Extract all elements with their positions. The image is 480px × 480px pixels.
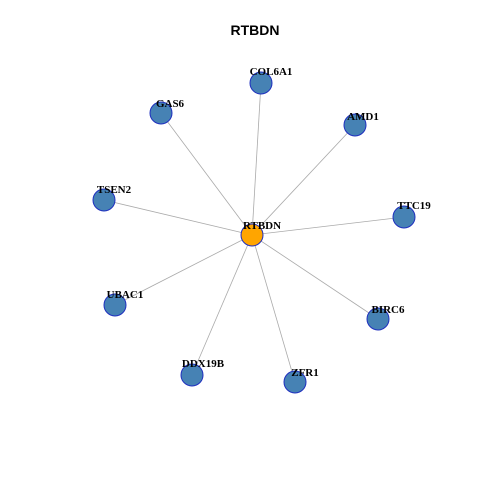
node-amd1: AMD1 bbox=[343, 111, 379, 137]
edge-rtbdn-amd1 bbox=[251, 124, 356, 236]
node-circle-tsen2 bbox=[92, 188, 116, 212]
node-label-ddx19b: DDX19B bbox=[182, 358, 225, 370]
edge-rtbdn-zfr1 bbox=[251, 234, 296, 383]
edge-rtbdn-ttc19 bbox=[251, 216, 405, 236]
node-birc6: BIRC6 bbox=[366, 304, 405, 331]
node-label-col6a1: COL6A1 bbox=[250, 66, 293, 78]
node-circle-col6a1 bbox=[249, 71, 273, 95]
node-circle-zfr1 bbox=[283, 370, 307, 394]
node-ddx19b: DDX19B bbox=[180, 358, 225, 387]
edge-rtbdn-ubac1 bbox=[114, 234, 253, 306]
node-ubac1: UBAC1 bbox=[103, 289, 144, 317]
node-circle-rtbdn bbox=[240, 223, 264, 247]
edge-rtbdn-birc6 bbox=[251, 234, 379, 320]
edge-rtbdn-gas6 bbox=[160, 112, 253, 236]
node-circle-birc6 bbox=[366, 307, 390, 331]
node-label-tsen2: TSEN2 bbox=[97, 184, 132, 196]
node-label-rtbdn: RTBDN bbox=[243, 220, 281, 232]
node-circle-amd1 bbox=[343, 113, 367, 137]
node-tsen2: TSEN2 bbox=[92, 184, 132, 212]
node-circle-ubac1 bbox=[103, 293, 127, 317]
node-label-zfr1: ZFR1 bbox=[291, 367, 319, 379]
edge-rtbdn-ddx19b bbox=[191, 234, 253, 376]
edge-rtbdn-col6a1 bbox=[251, 82, 262, 236]
node-label-amd1: AMD1 bbox=[347, 111, 379, 123]
node-label-gas6: GAS6 bbox=[156, 98, 185, 110]
node-gas6: GAS6 bbox=[149, 98, 185, 125]
edges-layer bbox=[103, 82, 405, 383]
node-circle-ddx19b bbox=[180, 363, 204, 387]
node-label-ttc19: TTC19 bbox=[397, 200, 431, 212]
node-zfr1: ZFR1 bbox=[283, 367, 319, 394]
edge-rtbdn-tsen2 bbox=[103, 199, 253, 236]
node-circle-gas6 bbox=[149, 101, 173, 125]
diagram-title: RTBDN bbox=[231, 22, 280, 38]
node-label-birc6: BIRC6 bbox=[371, 304, 405, 316]
node-col6a1: COL6A1 bbox=[249, 66, 293, 95]
node-rtbdn: RTBDN bbox=[240, 220, 281, 247]
node-label-ubac1: UBAC1 bbox=[107, 289, 144, 301]
node-circle-ttc19 bbox=[392, 205, 416, 229]
node-ttc19: TTC19 bbox=[392, 200, 431, 229]
